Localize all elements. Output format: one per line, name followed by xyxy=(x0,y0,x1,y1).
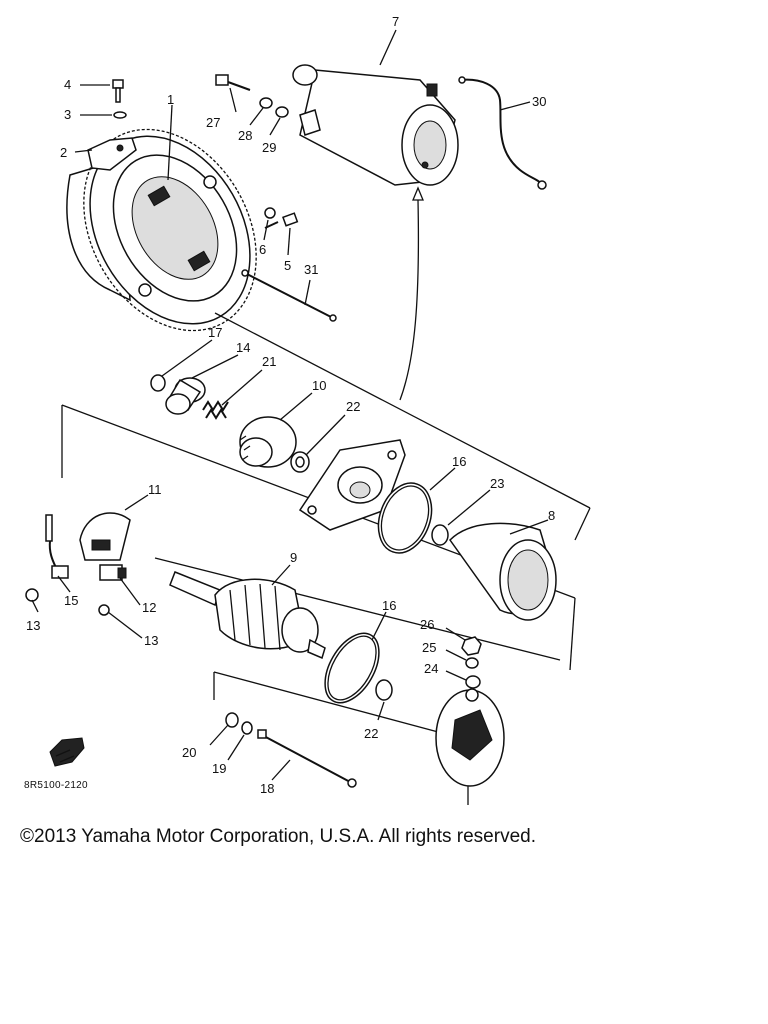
callout-4: 4 xyxy=(64,77,71,92)
pinion-gear-part xyxy=(239,416,297,468)
callout-10: 10 xyxy=(312,378,326,393)
callout-16b: 16 xyxy=(382,598,396,613)
nut-26-part xyxy=(461,636,482,656)
callout-1: 1 xyxy=(167,92,174,107)
callout-29: 29 xyxy=(262,140,276,155)
o-ring-16b-part xyxy=(324,632,380,704)
washer-19-part xyxy=(241,721,253,735)
brush-plate-part xyxy=(79,512,131,561)
armature-part xyxy=(169,571,326,660)
callout-13b: 13 xyxy=(144,633,158,648)
spring-21-part xyxy=(202,400,229,420)
callout-labels: 1 2 3 4 5 6 7 8 9 10 11 12 13 13 14 15 1… xyxy=(26,14,555,796)
callout-31: 31 xyxy=(304,262,318,277)
callout-3: 3 xyxy=(64,107,71,122)
callout-19: 19 xyxy=(212,761,226,776)
callout-22a: 22 xyxy=(346,399,360,414)
callout-2: 2 xyxy=(60,145,67,160)
callout-11: 11 xyxy=(148,482,162,497)
callout-21: 21 xyxy=(262,354,276,369)
rear-cover-part xyxy=(435,688,505,787)
washer-24-part xyxy=(465,675,481,689)
callout-9: 9 xyxy=(290,550,297,565)
retainer-plate-part xyxy=(87,137,137,171)
lock-washer-part xyxy=(113,111,127,119)
callout-14: 14 xyxy=(236,340,250,355)
callout-20: 20 xyxy=(182,745,196,760)
callout-8: 8 xyxy=(548,508,555,523)
brush-12-part xyxy=(99,564,127,581)
callout-13a: 13 xyxy=(26,618,40,633)
callout-17: 17 xyxy=(208,325,222,340)
callout-18: 18 xyxy=(260,781,274,796)
callout-28: 28 xyxy=(238,128,252,143)
callout-30: 30 xyxy=(532,94,546,109)
yoke-part xyxy=(449,522,557,621)
washer-29-part xyxy=(275,106,289,118)
washer-28-part xyxy=(259,97,273,109)
washer-22b-part xyxy=(375,679,393,701)
callout-25: 25 xyxy=(422,640,436,655)
callout-27: 27 xyxy=(206,115,220,130)
starter-motor-exploded-diagram: 1 2 3 4 5 6 7 8 9 10 11 12 13 13 14 15 1… xyxy=(25,14,591,805)
nut-20-part xyxy=(225,712,239,728)
nut-13b-part xyxy=(98,604,110,616)
callout-7: 7 xyxy=(392,14,399,29)
bolt-27-part xyxy=(215,74,251,91)
through-bolt-18-part xyxy=(257,729,357,788)
callout-15: 15 xyxy=(64,593,78,608)
diagram-code: 8R5100-2120 xyxy=(24,780,88,791)
brush-15-part xyxy=(45,514,69,579)
nut-13a-part xyxy=(25,588,39,602)
orientation-icon xyxy=(49,737,85,767)
callout-24: 24 xyxy=(424,661,438,676)
o-ring-16a-part xyxy=(377,482,433,554)
washer-17-part xyxy=(150,374,166,392)
washer-25-part xyxy=(465,657,479,669)
washer-6-part xyxy=(264,207,276,219)
front-cover-part xyxy=(298,439,406,531)
starter-motor-assembly-part xyxy=(292,64,459,186)
lead-wire-part xyxy=(458,76,547,190)
callout-12: 12 xyxy=(142,600,156,615)
washer-23-part xyxy=(431,524,449,546)
callout-22b: 22 xyxy=(364,726,378,741)
callout-6: 6 xyxy=(259,242,266,257)
bolt-31-part xyxy=(241,269,337,322)
leader-lines xyxy=(31,29,549,781)
washer-22a-part xyxy=(290,451,310,473)
callout-16a: 16 xyxy=(452,454,466,469)
callout-5: 5 xyxy=(284,258,291,273)
bolt-4-part xyxy=(112,79,124,103)
copyright-notice: ©2013 Yamaha Motor Corporation, U.S.A. A… xyxy=(20,826,536,847)
callout-23: 23 xyxy=(490,476,504,491)
bushing-14-part xyxy=(165,377,206,415)
callout-26: 26 xyxy=(420,617,434,632)
